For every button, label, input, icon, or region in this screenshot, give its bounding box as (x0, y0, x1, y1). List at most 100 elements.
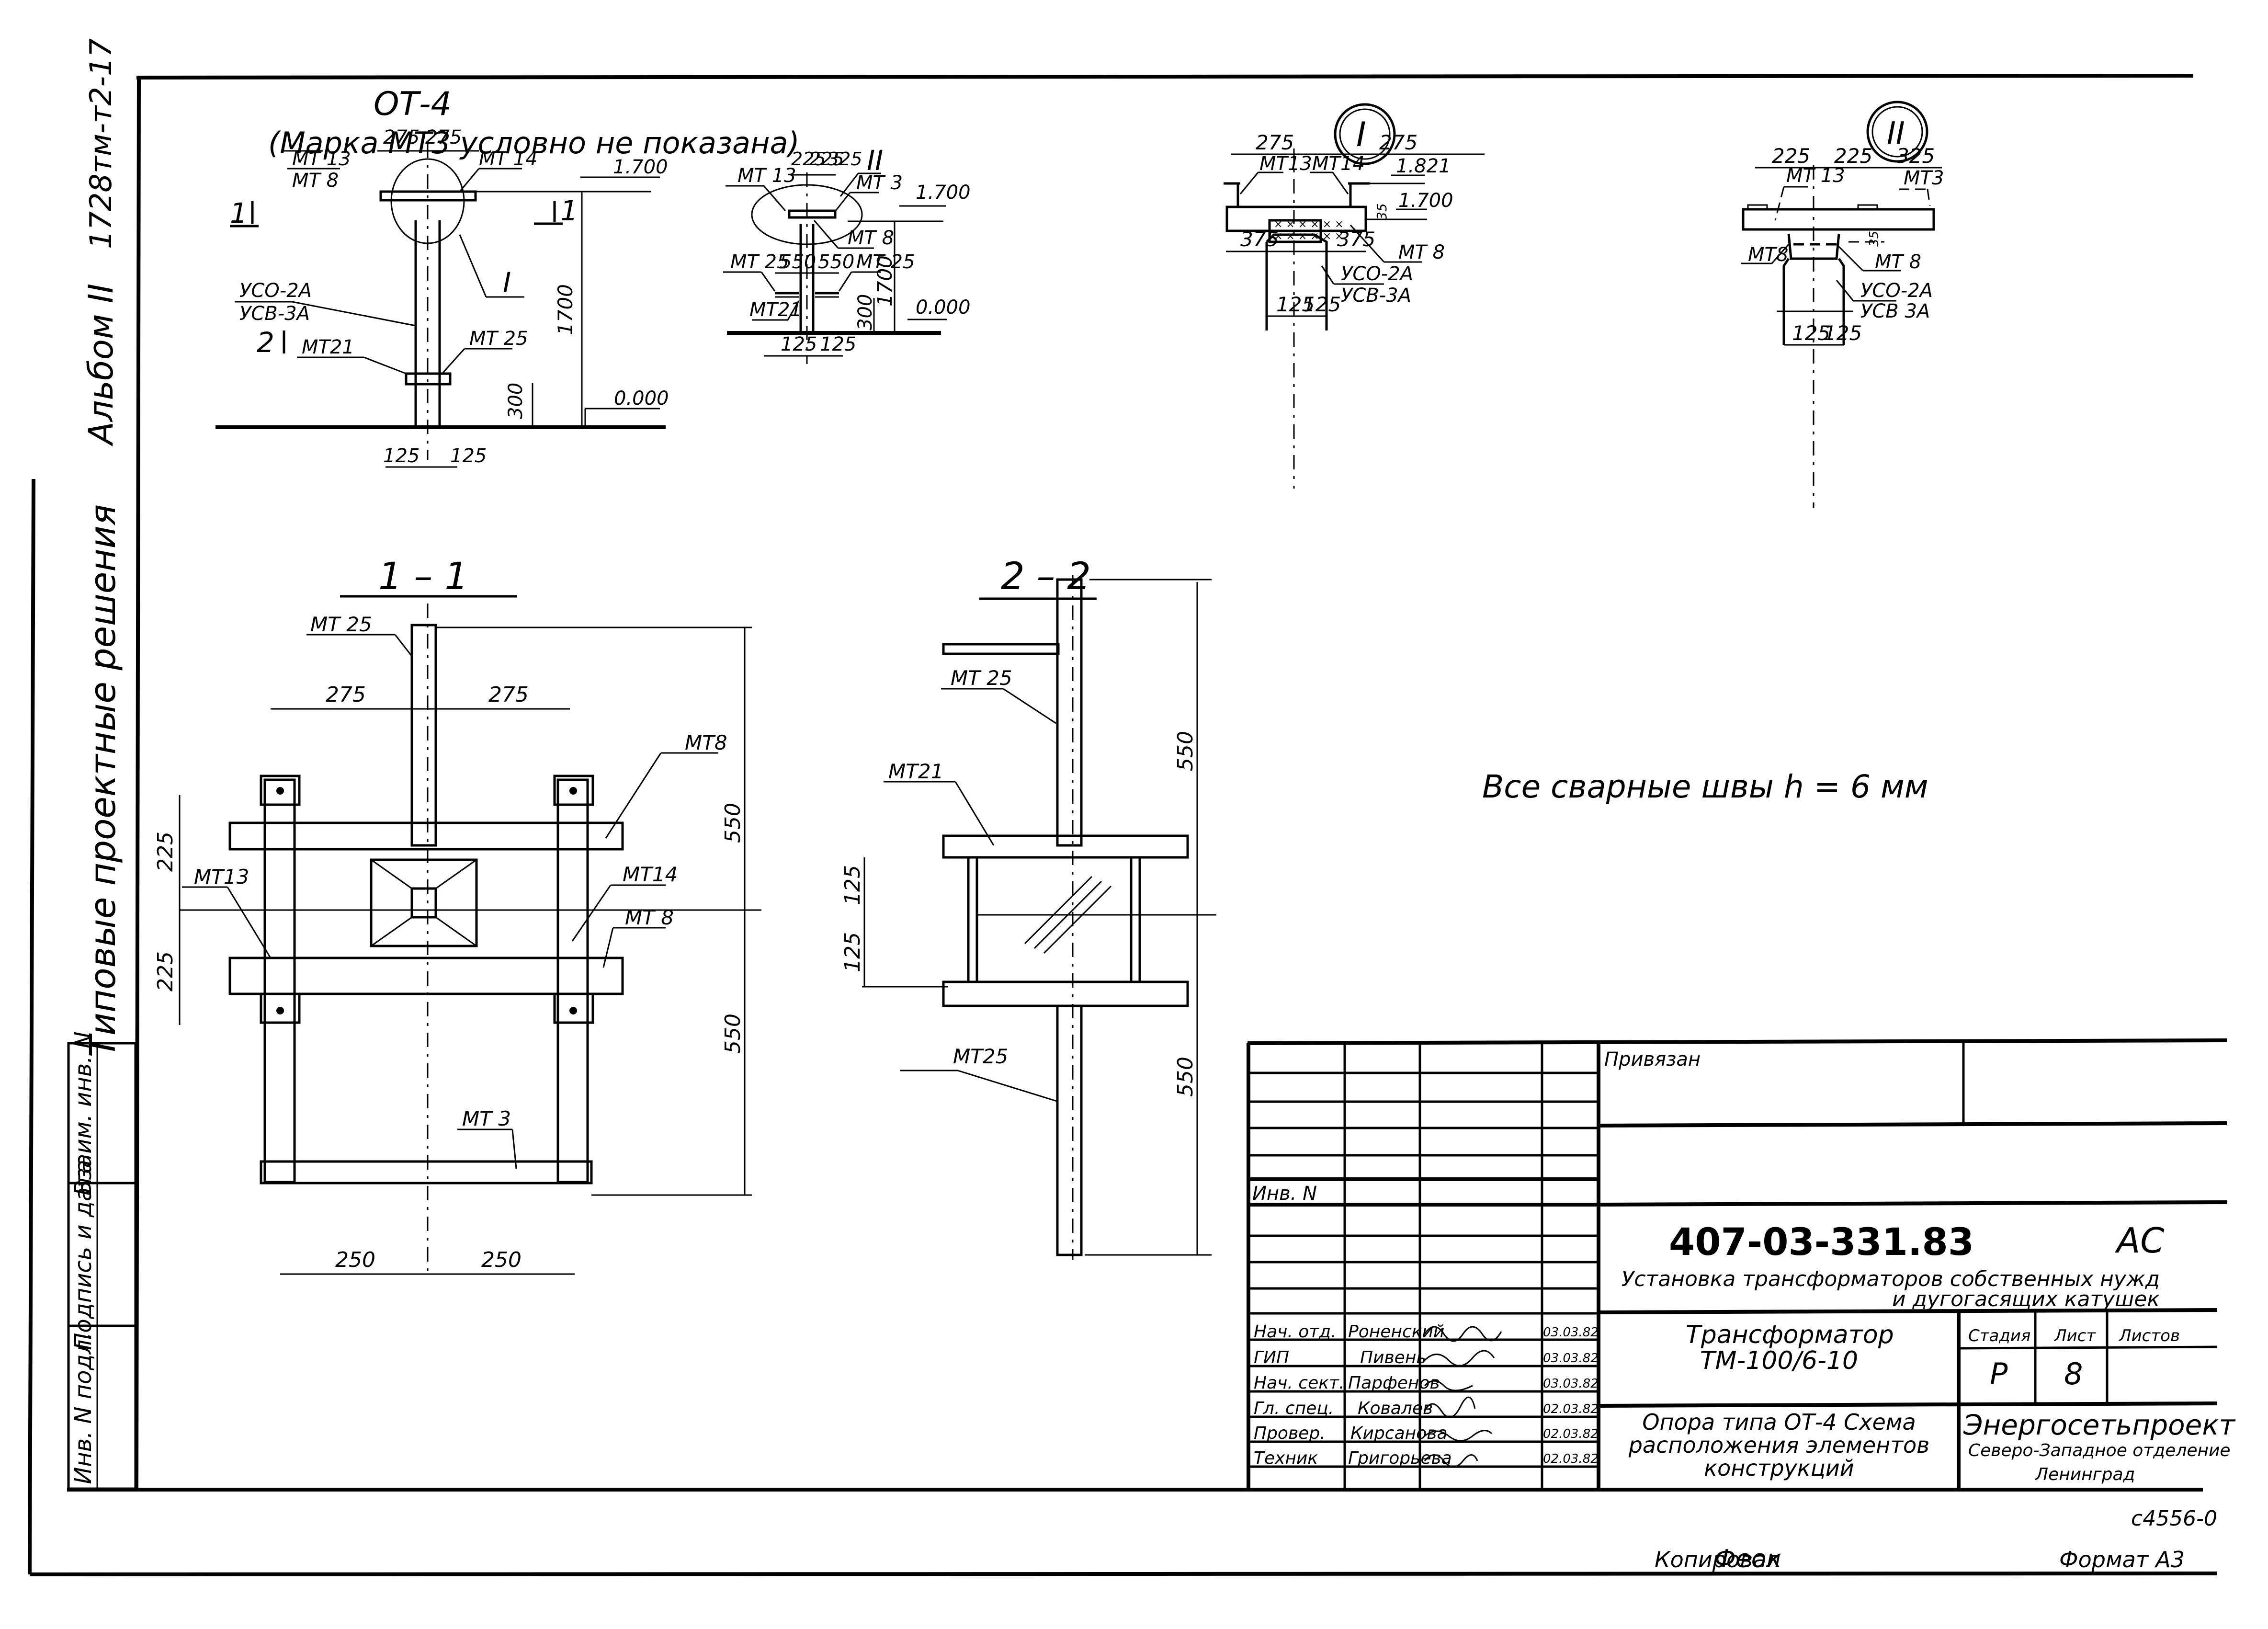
inventory-label: Инв. N (1252, 1183, 1317, 1205)
object-title: Трансформатор ТМ-100/6-10 (1686, 1322, 1894, 1375)
section-1-label-mt8-mid: МТ 8 (625, 906, 674, 929)
section-1-label-mt8-top: МТ8 (685, 731, 727, 754)
section-1-dim-right-bottom: 550 (721, 1014, 745, 1054)
signature-role: Провер. (1254, 1424, 1326, 1443)
organization-city: Ленинград (2034, 1465, 2135, 1484)
detail-1-label-mt13: МТ13 (1259, 153, 1312, 175)
side-margin: 1728тм-т2-17 Альбом II Типовые проектные… (67, 38, 137, 1490)
detail-2-label-usv: УСВ 3А (1860, 300, 1930, 322)
section-1-label-mt25: МТ 25 (310, 613, 372, 636)
detail-1-dim-small: 35 (1374, 203, 1390, 220)
signature-role: ГИП (1254, 1348, 1289, 1367)
signature-name: Кирсанова (1350, 1424, 1448, 1443)
signature-name: Парфенов (1348, 1373, 1440, 1393)
detail-1-marker: I (1356, 115, 1366, 154)
title-block: Привязан Инв. N 407-03-331.83 АС Установ… (1247, 1038, 2236, 1490)
v2-label-mt3: МТ 3 (856, 172, 903, 194)
ot4-label-mt8: МТ 8 (292, 170, 339, 192)
v2-dim-bottom-left: 125 (781, 333, 817, 355)
detail-2-label-mt3: МТ3 (1904, 167, 1944, 189)
ot4-section-mark-1-left: 1 (230, 197, 248, 229)
ot4-dim-height: 1700 (554, 284, 577, 335)
signature-row: Нач. отд. Роненский 03.03.82 (1254, 1322, 1599, 1342)
signature-date: 03.03.82 (1543, 1351, 1599, 1366)
paper-format: Формат А3 (2059, 1547, 2185, 1572)
stamp-cell-orig-inv: Инв. N подл. (70, 1332, 97, 1484)
signature-date: 02.03.82 (1543, 1452, 1599, 1466)
v2-dim-bottom-right: 125 (820, 333, 856, 355)
detail-2-label-uso: УСО-2А (1860, 280, 1933, 302)
organization-name: Энергосетьпроект (1963, 1409, 2236, 1441)
album-code: 1728тм-т2-17 (83, 38, 118, 249)
v2-label-mt13: МТ 13 (737, 165, 796, 187)
section-2-label-mt25-top: МТ 25 (951, 666, 1012, 690)
ot4-label-mt25: МТ 25 (469, 328, 528, 350)
detail-1-label-uso: УСО-2А (1341, 263, 1413, 285)
signature-date: 02.03.82 (1543, 1427, 1599, 1441)
signature-name: Пивень (1360, 1348, 1427, 1367)
ot4-dim-top-left: 275 (383, 126, 420, 148)
signature-date: 03.03.82 (1543, 1377, 1599, 1391)
detail-1-dim-bottom-right: 125 (1303, 293, 1341, 316)
section-2-dim-left-top: 125 (840, 865, 865, 905)
signature-role: Нач. сект. (1254, 1373, 1344, 1393)
detail-2: II 225 225 325 МТ 13 МТ3 МТ8 МТ 8 35 УСО… (1741, 101, 1944, 508)
ot4-label-uso: УСО-2А (239, 280, 312, 302)
stage-value: Р (1990, 1356, 2008, 1391)
section-1-dim-left-bottom: 225 (153, 951, 178, 991)
section-1-label-mt14: МТ14 (623, 863, 678, 886)
detail-1-dim-top-right: 275 (1379, 131, 1418, 154)
section-1-dim-top-left: 275 (326, 683, 366, 707)
section-2-dim-left-bottom: 125 (840, 932, 865, 972)
section-1-dim-top-right: 275 (488, 683, 529, 707)
view-ot4: ОТ-4 (Марка МТ3 условно не показана) 275… (215, 85, 800, 468)
copied-by-name: Феок (1714, 1545, 1782, 1573)
signature-role: Нач. отд. (1254, 1322, 1337, 1342)
section-1-dim-bottom-right: 250 (481, 1248, 522, 1272)
ot4-label-mt21: МТ21 (302, 336, 354, 358)
signature-row: ГИП Пивень 03.03.82 (1254, 1348, 1599, 1367)
section-2-dim-right-top: 550 (1173, 731, 1198, 771)
signature-rows: Нач. отд. Роненский 03.03.82 ГИП Пивень … (1254, 1322, 1599, 1468)
v2-dim-top-3: 325 (828, 148, 862, 170)
ot4-dim-300: 300 (505, 383, 527, 419)
v2-dim-top-2: 225 (809, 148, 844, 170)
view-ot4-title: ОТ-4 (374, 85, 452, 123)
detail-2-label-mt13: МТ 13 (1786, 165, 1845, 187)
v2-dim-top-1: 225 (791, 148, 826, 170)
section-1-dim-left-top: 225 (153, 832, 178, 872)
v2-dim-300: 300 (854, 294, 876, 330)
detail-1: I 275 275 МТ13 МТ14 × × × × × × × × × × … (1224, 103, 1485, 489)
sheet-frame (28, 74, 2218, 1576)
detail-1-dim-mid-left: 375 (1240, 228, 1279, 251)
sheet-value: 8 (2064, 1356, 2083, 1391)
detail-2-dim-top-3: 325 (1896, 144, 1935, 168)
section-2-label-mt25-bottom: МТ25 (953, 1045, 1008, 1068)
ot4-section-mark-1-right: 1 (560, 194, 578, 227)
signature-row: Гл. спец. Ковалев 02.03.82 (1254, 1399, 1599, 1418)
signature-row: Провер. Кирсанова 02.03.82 (1254, 1424, 1599, 1443)
v2-dim-height: 1700 (873, 255, 896, 307)
view-second-elevation: 225 225 325 II МТ 13 МТ 3 МТ 8 МТ 25 МТ … (723, 144, 971, 364)
signature-scribbles (1424, 1326, 1502, 1468)
archive-number: с4556-0 (2131, 1506, 2217, 1531)
signature-name: Роненский (1348, 1322, 1444, 1342)
detail-1-dim-bottom-left: 125 (1276, 293, 1315, 316)
signature-role: Техник (1254, 1448, 1318, 1468)
series-label: Типовые проектные решения (82, 504, 124, 1058)
detail-1-elev-lower: 1.700 (1398, 190, 1453, 212)
document-code: 407-03-331.83 (1669, 1221, 1974, 1264)
welding-note: Все сварные швы h = 6 мм (1482, 768, 1928, 805)
attached-label: Привязан (1604, 1048, 1701, 1071)
sheets-label: Листов (2118, 1326, 2180, 1345)
stage-label: Стадия (1968, 1326, 2030, 1345)
section-2-label-mt21: МТ21 (888, 760, 943, 783)
ot4-label-mt14: МТ 14 (479, 148, 538, 170)
organization-branch: Северо-Западное отделение (1968, 1441, 2231, 1460)
detail-2-label-mt8-right: МТ 8 (1875, 251, 1921, 273)
stamp-cell-sign-date: Подпись и дата (70, 1160, 97, 1350)
detail-2-marker: II (1887, 116, 1905, 151)
detail-1-label-mt8: МТ 8 (1398, 241, 1445, 263)
weld-marks: × × × × × × (1274, 230, 1344, 242)
